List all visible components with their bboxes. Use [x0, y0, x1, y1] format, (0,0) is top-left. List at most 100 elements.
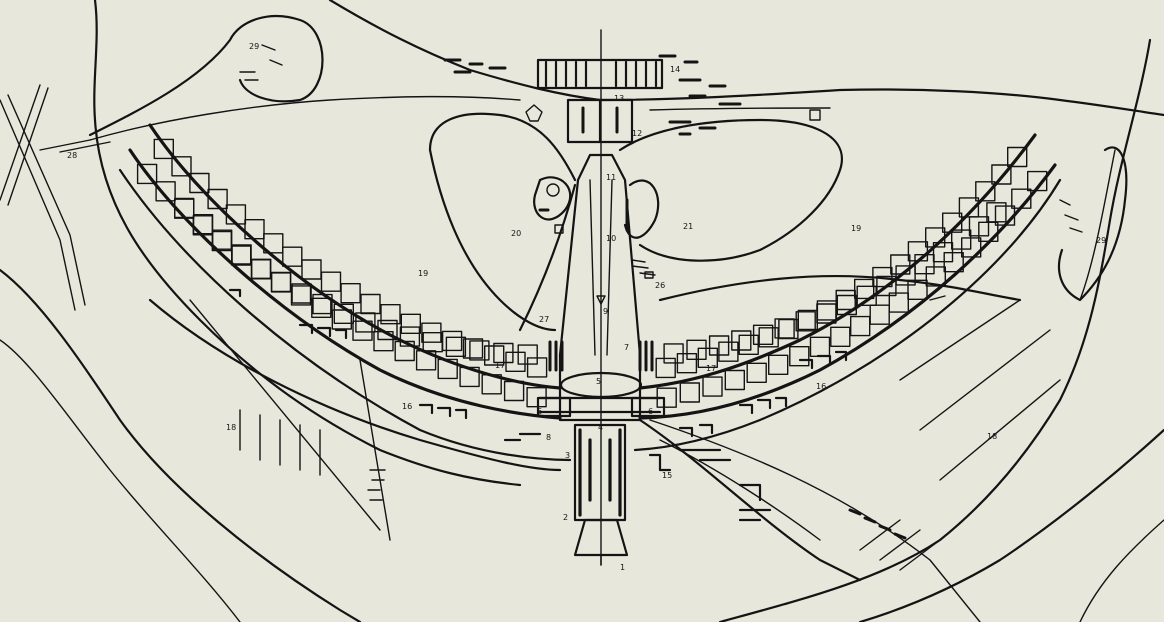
superblock-east	[1011, 188, 1032, 209]
superblock-west	[462, 338, 484, 359]
superblock-west	[282, 246, 303, 267]
label-18-left: 18	[226, 423, 236, 432]
label-18-right: 18	[987, 432, 997, 441]
label-5: 5	[596, 377, 601, 386]
superblock-east	[925, 266, 946, 287]
superblock-east	[697, 347, 718, 368]
superblock-west	[155, 181, 176, 202]
outer-roads	[148, 274, 1061, 622]
superblock-east	[1026, 170, 1048, 192]
label-8: 8	[546, 433, 551, 442]
superblock-west	[192, 215, 214, 236]
superblock-east	[778, 318, 799, 340]
superblock-east	[809, 336, 831, 357]
superblock-west	[270, 271, 292, 293]
superblock-west	[503, 380, 525, 402]
superblock-west	[355, 312, 376, 333]
label-20: 20	[511, 229, 521, 238]
superblock-west	[173, 198, 195, 219]
superblock-west	[244, 218, 265, 240]
superblock-east	[797, 309, 818, 331]
superblock-east	[907, 241, 929, 262]
axis-loops	[428, 112, 843, 372]
superblock-west	[517, 344, 538, 365]
superblock-east	[656, 387, 677, 408]
residential-wings	[118, 123, 1062, 462]
superblock-west	[422, 332, 443, 353]
superblock-west	[493, 342, 514, 364]
superblock-east	[925, 227, 946, 248]
label-19-right: 19	[851, 224, 861, 233]
superblock-west	[481, 374, 502, 395]
superblock-east	[895, 265, 916, 286]
superblock-west	[360, 293, 381, 315]
superblock-west	[320, 271, 342, 292]
superblock-east	[932, 241, 954, 263]
superblock-east	[686, 339, 707, 360]
superblock-west	[301, 259, 322, 280]
superblock-west	[459, 366, 480, 388]
label-1: 1	[620, 563, 625, 572]
building-clusters	[228, 44, 1083, 522]
superblock-west	[291, 283, 312, 304]
superblock-east	[731, 330, 752, 351]
superblock-west	[263, 233, 284, 254]
superblock-west	[211, 229, 233, 250]
superblock-west	[230, 245, 252, 266]
superblock-west	[445, 336, 467, 357]
superblock-east	[746, 362, 767, 383]
label-19-left: 19	[418, 269, 428, 278]
superblock-east	[991, 164, 1012, 185]
superblock-east	[890, 254, 911, 275]
superblock-west	[189, 172, 210, 194]
superblock-east	[1007, 146, 1028, 168]
superblock-west	[153, 138, 175, 160]
superblock-west	[469, 340, 490, 361]
superblock-west	[331, 309, 352, 330]
label-17-right: 17	[706, 364, 716, 373]
label-6-left: 6	[537, 407, 542, 416]
label-16-left: 16	[402, 402, 412, 411]
superblock-east	[774, 318, 795, 339]
label-16-right: 16	[816, 382, 826, 391]
superblock-west	[399, 326, 421, 347]
plan-labels: 1 2 3 4 5 6 6 7 8 9 10 11 12 13 14 15 16…	[67, 42, 1106, 572]
label-13: 13	[614, 94, 624, 103]
superblock-west	[380, 304, 401, 325]
superblock-east	[679, 382, 700, 403]
superblock-west	[171, 156, 192, 177]
superblock-east	[789, 346, 810, 367]
superblock-west	[250, 258, 272, 279]
label-28: 28	[67, 151, 77, 160]
superblock-east	[835, 289, 856, 311]
superblock-west	[437, 358, 458, 380]
superblock-west	[394, 340, 415, 362]
superblock-west	[415, 350, 437, 371]
superblock-east	[850, 315, 871, 337]
three-powers-square	[443, 54, 821, 144]
superblock-east	[854, 278, 875, 300]
peninsula-outline	[88, 0, 1164, 141]
superblock-east	[975, 181, 996, 202]
superblock-east	[836, 294, 857, 316]
label-29-left: 29	[249, 42, 259, 51]
superblock-west	[352, 320, 373, 341]
superblock-east	[724, 369, 745, 391]
superblock-grid	[136, 138, 1048, 408]
superblock-west	[250, 259, 272, 280]
superblock-west	[441, 330, 463, 352]
superblock-east	[994, 205, 1016, 226]
superblock-east	[795, 311, 816, 332]
superblock-east	[816, 303, 837, 324]
label-29-right: 29	[1096, 236, 1106, 245]
superblock-west	[231, 244, 252, 265]
superblock-east	[655, 357, 676, 379]
superblock-east	[708, 335, 730, 356]
label-15: 15	[662, 471, 672, 480]
superblock-west	[136, 163, 158, 185]
superblock-east	[752, 324, 774, 345]
superblock-east	[856, 285, 877, 306]
superblock-east	[869, 304, 890, 325]
